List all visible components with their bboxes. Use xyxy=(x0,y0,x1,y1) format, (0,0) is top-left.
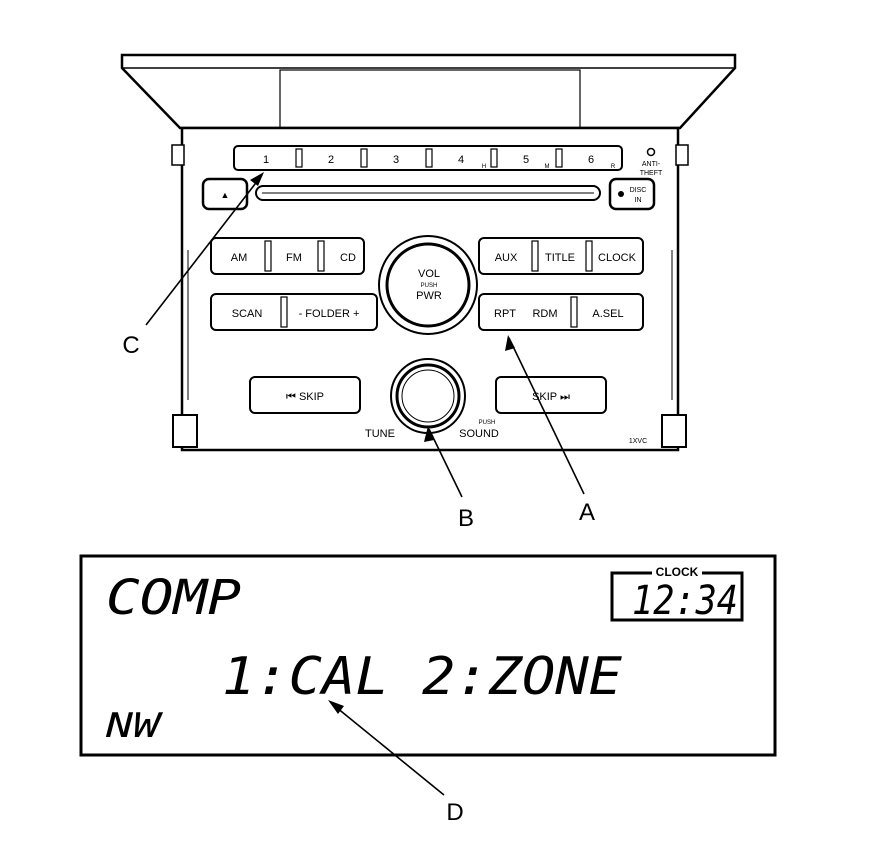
cd-button[interactable]: CD xyxy=(340,252,356,264)
eject-icon: ▲ xyxy=(221,190,230,200)
preset-m-mark: M xyxy=(545,164,550,170)
right-button-row-1: AUX TITLE CLOCK xyxy=(478,237,644,275)
callout-leaders xyxy=(145,172,585,796)
clock-button[interactable]: CLOCK xyxy=(598,252,637,264)
callout-c-label: C xyxy=(122,332,139,359)
vol-pwr-knob[interactable]: VOL PUSH PWR xyxy=(378,235,478,335)
callout-d-label: D xyxy=(446,799,463,826)
clock-frame-label: CLOCK xyxy=(656,565,699,579)
skip-back-label: ⏮ SKIP xyxy=(286,391,324,403)
display-message-text: 1:CAL 2:ZONE xyxy=(222,647,623,707)
preset-4-button[interactable]: 4 xyxy=(458,154,464,166)
skip-back-button[interactable]: ⏮ SKIP xyxy=(249,376,361,414)
callout-b-arrowhead-icon xyxy=(424,426,434,442)
sound-label: SOUND xyxy=(459,428,499,440)
disc-in-led-icon xyxy=(618,191,624,197)
preset-h-mark: H xyxy=(482,164,486,170)
anti-theft-label-1: ANTI- xyxy=(642,161,661,168)
fm-button[interactable]: FM xyxy=(286,252,302,264)
callout-a-leader xyxy=(508,337,585,495)
callout-d-leader xyxy=(330,702,445,796)
tune-label: TUNE xyxy=(365,428,395,440)
preset-r-mark: R xyxy=(611,164,616,170)
callout-c-arrowhead-icon xyxy=(250,172,264,186)
preset-1-button[interactable]: 1 xyxy=(263,154,269,166)
folder-button[interactable]: - FOLDER + xyxy=(299,308,360,320)
asel-button[interactable]: A.SEL xyxy=(592,308,623,320)
callout-a-arrowhead-icon xyxy=(505,335,515,351)
tune-sound-knob[interactable] xyxy=(390,358,466,434)
left-button-row-1: AM FM CD xyxy=(210,237,365,275)
preset-6-button[interactable]: 6 xyxy=(588,154,594,166)
callout-c-leader xyxy=(145,174,263,326)
rdm-button[interactable]: RDM xyxy=(532,308,557,320)
radio-hood xyxy=(120,53,737,130)
anti-theft-led-icon xyxy=(646,147,656,157)
preset-3-button[interactable]: 3 xyxy=(393,154,399,166)
anti-theft-label-2: THEFT xyxy=(640,170,663,177)
left-button-row-2: SCAN - FOLDER + xyxy=(210,293,378,331)
pwr-label: PWR xyxy=(416,290,442,302)
preset-2-button[interactable]: 2 xyxy=(328,154,334,166)
right-button-row-2: RPT RDM A.SEL xyxy=(478,293,644,331)
vol-label: VOL xyxy=(418,268,440,280)
display-mode-text: COMP xyxy=(106,570,241,626)
lcd-display: COMP CLOCK 12:34 1:CAL 2:ZONE NW xyxy=(79,554,777,757)
rpt-button[interactable]: RPT xyxy=(494,308,516,320)
disc-in-label-1: DISC xyxy=(630,187,647,194)
skip-forward-button[interactable]: SKIP ⏭ xyxy=(495,376,607,414)
aux-button[interactable]: AUX xyxy=(495,252,518,264)
disc-in-label-2: IN xyxy=(635,197,642,204)
display-direction-text: NW xyxy=(105,706,164,746)
disc-in-indicator: DISC IN xyxy=(608,177,656,211)
model-code: 1XVC xyxy=(629,438,647,445)
disc-slot xyxy=(255,185,601,201)
vol-push-label: PUSH xyxy=(421,283,438,289)
anti-theft-indicator: ANTI- THEFT xyxy=(640,147,663,177)
preset-strip: 1 2 3 4 5 6 H M R xyxy=(233,145,623,171)
clock-time-text: 12:34 xyxy=(632,578,738,624)
sound-push-label: PUSH xyxy=(479,420,496,426)
callout-b-label: B xyxy=(458,505,474,532)
preset-5-button[interactable]: 5 xyxy=(523,154,529,166)
callout-a-label: A xyxy=(579,499,595,526)
callout-d-arrowhead-icon xyxy=(328,700,344,714)
title-button[interactable]: TITLE xyxy=(545,252,575,264)
am-button[interactable]: AM xyxy=(231,252,248,264)
eject-button[interactable]: ▲ xyxy=(201,177,249,211)
callout-b-leader xyxy=(428,428,463,498)
skip-forward-label: SKIP ⏭ xyxy=(532,391,570,403)
scan-button[interactable]: SCAN xyxy=(232,308,263,320)
